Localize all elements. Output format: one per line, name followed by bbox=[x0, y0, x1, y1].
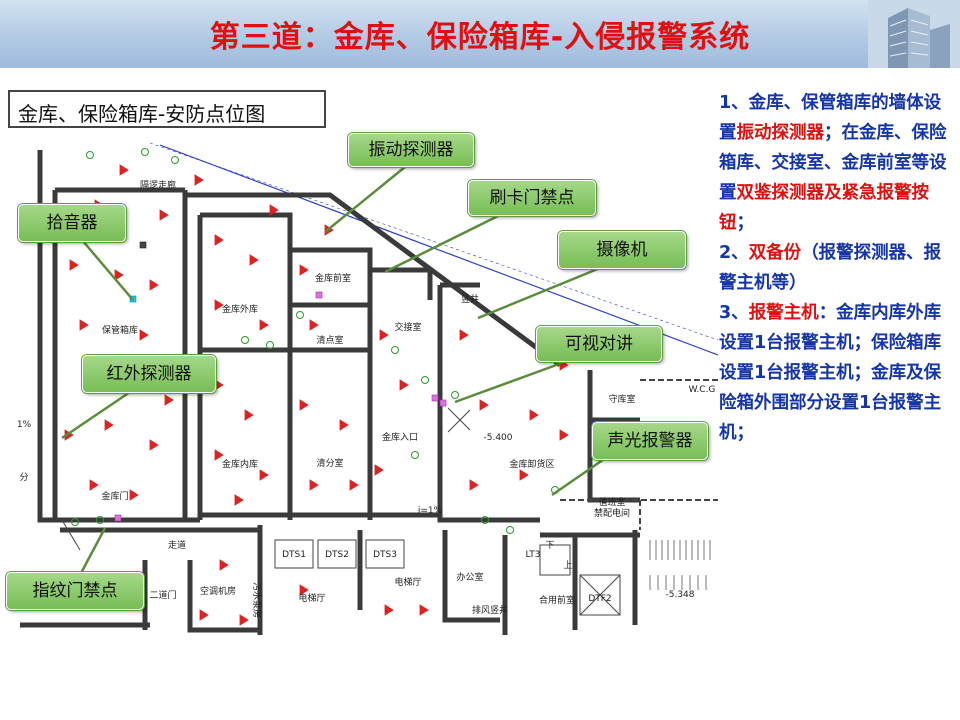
device-squares bbox=[114, 241, 447, 522]
room-label: 金库外库 bbox=[222, 303, 258, 315]
callout-card-access: 刷卡门禁点 bbox=[468, 180, 596, 216]
floor-plan: 隔逻走廊 保管箱库 金库前室 金库外库 清点室 交接室 竖井 守库室 金库内库 … bbox=[17, 142, 718, 635]
room-label: 守库室 bbox=[608, 393, 635, 405]
room-label: 清点室 bbox=[316, 334, 343, 346]
callout-video-intercom: 可视对讲 bbox=[536, 326, 662, 362]
room-label: 1% bbox=[17, 420, 32, 430]
room-label: i=1% bbox=[418, 506, 443, 516]
bullet-3: 3、报警主机：金库内库外库设置1台报警主机；保险箱库设置1台报警主机；金库及保险… bbox=[719, 303, 942, 443]
room-label: DTS1 bbox=[282, 550, 306, 560]
room-label: 金库前室 bbox=[315, 272, 351, 284]
room-label: DTF2 bbox=[588, 594, 611, 604]
room-labels: 隔逻走廊 保管箱库 金库前室 金库外库 清点室 交接室 竖井 守库室 金库内库 … bbox=[17, 179, 716, 618]
room-label: 空调机房 bbox=[200, 585, 236, 597]
room-label: 金库卸货区 bbox=[509, 458, 554, 470]
detector-markers bbox=[64, 164, 569, 626]
plan-caption-text: 金库、保险箱库-安防点位图 bbox=[18, 102, 266, 126]
dts3-shaft bbox=[365, 539, 405, 569]
callout-vibration-detector: 振动探测器 bbox=[348, 133, 474, 167]
room-label: 隔逻走廊 bbox=[140, 179, 176, 191]
room-label: W.C.G bbox=[689, 385, 716, 395]
boundary-line bbox=[159, 144, 718, 356]
callout-fingerprint-access: 指纹门禁点 bbox=[6, 572, 144, 610]
bullet-1: 1、金库、保管箱库的墙体设置振动探测器；在金库、保险箱库、交接室、金库前室等设置… bbox=[719, 93, 947, 233]
room-label: 保管箱库 bbox=[102, 324, 138, 336]
room-label: -5.348 bbox=[665, 590, 694, 600]
dts2-shaft bbox=[317, 539, 357, 569]
room-label: 分 bbox=[19, 472, 28, 483]
slide-header: 第三道：金库、保险箱库-入侵报警系统 bbox=[0, 0, 960, 68]
room-label: DTS2 bbox=[325, 550, 349, 560]
room-label: 竖井 bbox=[461, 293, 479, 305]
description-text: 1、金库、保管箱库的墙体设置振动探测器；在金库、保险箱库、交接室、金库前室等设置… bbox=[719, 88, 957, 448]
dts1-shaft bbox=[274, 539, 314, 569]
room-label: 值班室 bbox=[598, 496, 625, 508]
room-label: 清分室 bbox=[316, 457, 343, 469]
room-label: 电梯厅 bbox=[298, 592, 325, 604]
walls bbox=[20, 150, 640, 635]
plan-caption: 金库、保险箱库-安防点位图 bbox=[8, 90, 326, 128]
room-label: 下 bbox=[545, 541, 554, 551]
slide-title: 第三道：金库、保险箱库-入侵报警系统 bbox=[209, 20, 751, 55]
room-label: 合用前室 bbox=[539, 594, 575, 606]
room-label: 污水泵房 bbox=[251, 582, 263, 618]
room-label: 走道 bbox=[168, 539, 186, 551]
callout-sound-light-alarm: 声光报警器 bbox=[592, 422, 708, 460]
room-label: 二道门 bbox=[149, 589, 176, 601]
room-label: -5.400 bbox=[483, 433, 512, 443]
room-label: DTS3 bbox=[373, 550, 397, 560]
room-label: 禁配电间 bbox=[594, 507, 630, 519]
room-label: 金库入口 bbox=[382, 431, 418, 443]
room-label: 金库门 bbox=[101, 490, 128, 502]
room-label: 上 bbox=[563, 560, 572, 571]
room-label: 电梯厅 bbox=[394, 576, 421, 588]
callout-sound-pickup: 拾音器 bbox=[18, 204, 126, 242]
callout-camera: 摄像机 bbox=[558, 231, 686, 269]
callout-infrared-detector: 红外探测器 bbox=[82, 355, 216, 393]
room-label: 金库内库 bbox=[222, 458, 258, 470]
bullet-2: 2、双备份（报警探测器、报警主机等） bbox=[719, 243, 942, 293]
room-label: 排风竖井 bbox=[472, 604, 508, 616]
room-label: 办公室 bbox=[456, 571, 483, 583]
callout-pointers bbox=[61, 166, 611, 576]
room-label: LT3 bbox=[526, 550, 541, 560]
building-icon bbox=[868, 0, 960, 68]
room-label: 交接室 bbox=[394, 321, 421, 333]
